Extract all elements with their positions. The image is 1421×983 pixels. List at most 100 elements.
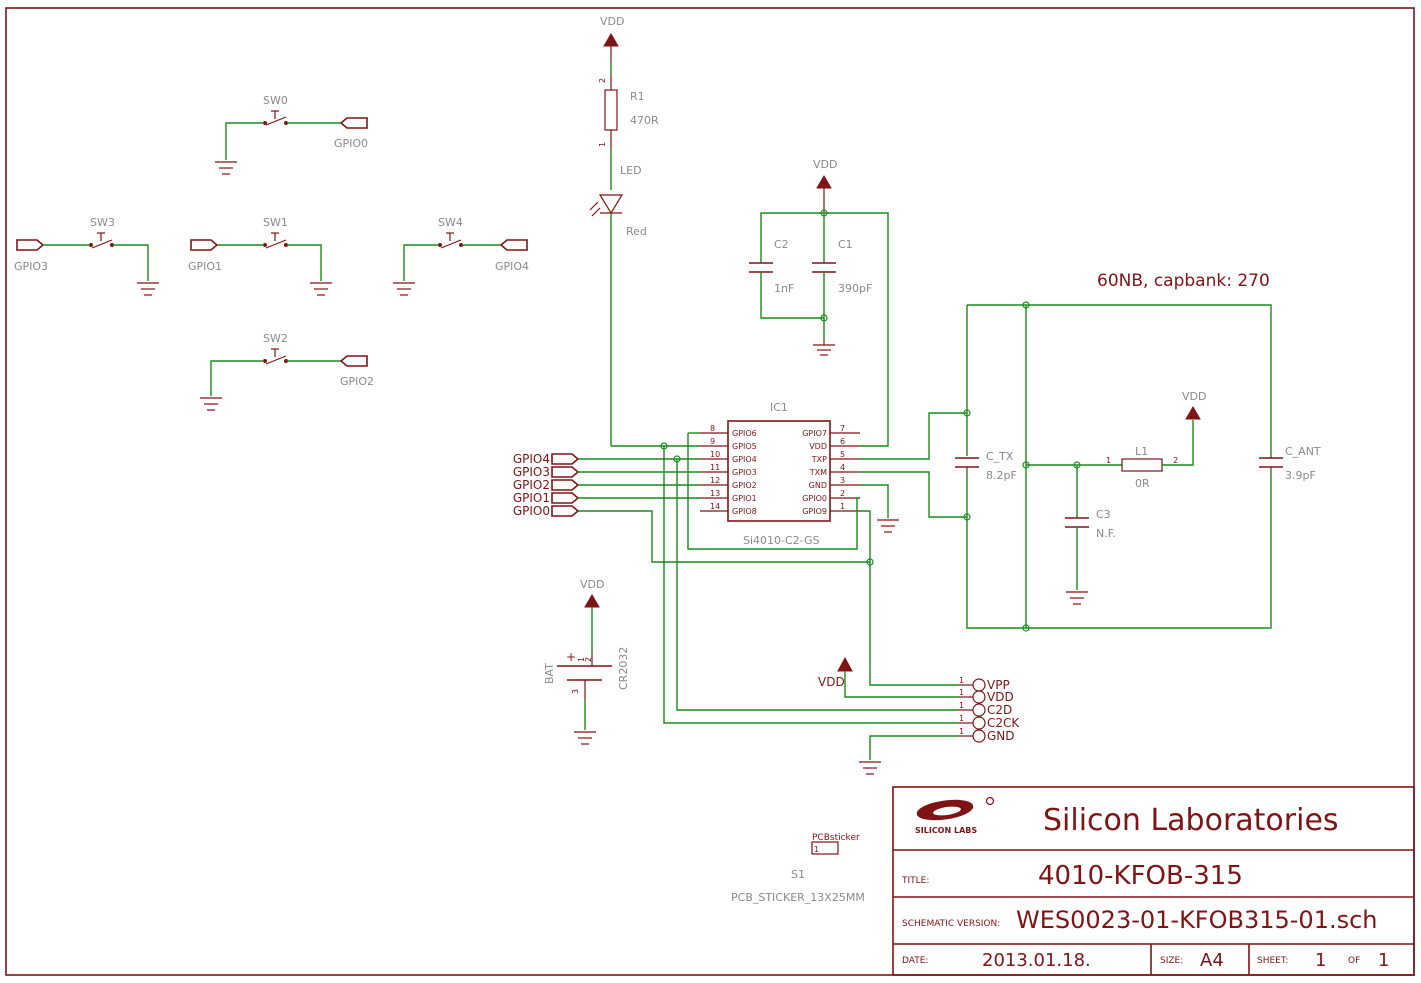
- svg-text:C_ANT: C_ANT: [1285, 445, 1321, 458]
- svg-text:C_TX: C_TX: [986, 450, 1014, 463]
- svg-text:SHEET:: SHEET:: [1257, 956, 1288, 966]
- ic1-pin-name: GPIO0: [802, 494, 827, 503]
- ic1-pin-name: GPIO1: [732, 494, 757, 503]
- switch-sw1: SW1: [263, 216, 288, 249]
- title-block: SILICON LABS Silicon Laboratories TITLE:…: [892, 786, 1415, 976]
- svg-text:C1: C1: [838, 238, 853, 251]
- svg-text:GPIO4: GPIO4: [495, 260, 529, 273]
- svg-text:Silicon Laboratories: Silicon Laboratories: [1043, 803, 1339, 838]
- ic1-pin-number: 6: [840, 437, 845, 446]
- ground-symbol-sw1: [310, 282, 332, 296]
- net-label: GPIO1: [513, 491, 550, 505]
- svg-text:Si4010-C2-GS: Si4010-C2-GS: [743, 534, 820, 547]
- svg-text:C3: C3: [1096, 508, 1111, 521]
- header-pin-name: C2D: [987, 703, 1012, 717]
- svg-text:2: 2: [1173, 456, 1178, 465]
- svg-text:1nF: 1nF: [774, 282, 794, 295]
- svg-text:R1: R1: [630, 90, 645, 103]
- sheet-frame: [5, 7, 1415, 976]
- svg-text:1: 1: [598, 142, 607, 147]
- svg-text:4010-KFOB-315: 4010-KFOB-315: [1038, 861, 1243, 891]
- net-label: GPIO2: [513, 478, 550, 492]
- ic1-pin-name: GPIO2: [732, 481, 757, 490]
- led: LED Red: [589, 164, 647, 238]
- ic1-pin-number: 9: [710, 437, 715, 446]
- switch-sw2: SW2: [263, 332, 288, 365]
- svg-text:1: 1: [1378, 950, 1389, 971]
- header-pad: [972, 690, 986, 704]
- svg-text:SW4: SW4: [438, 216, 463, 229]
- net-label: GPIO4: [513, 452, 550, 466]
- ground-symbol-caps: [813, 340, 835, 356]
- svg-text:VDD: VDD: [818, 675, 845, 689]
- svg-text:GPIO2: GPIO2: [340, 375, 374, 388]
- svg-text:Red: Red: [626, 225, 647, 238]
- svg-text:TITLE:: TITLE:: [901, 876, 929, 886]
- net-port-gpio1-sw1: [190, 239, 219, 251]
- svg-text:VDD: VDD: [1182, 390, 1206, 403]
- vdd-symbol-top: VDD: [600, 15, 624, 62]
- svg-text:SW1: SW1: [263, 216, 288, 229]
- net-port-gpio2-sw2: [339, 355, 368, 367]
- svg-text:2: 2: [598, 78, 607, 83]
- header-pin-name: C2CK: [987, 716, 1020, 730]
- svg-text:IC1: IC1: [770, 401, 788, 414]
- net-port: [551, 453, 580, 465]
- svg-text:1: 1: [1315, 950, 1326, 971]
- svg-text:1: 1: [814, 845, 819, 854]
- svg-text:0R: 0R: [1135, 477, 1150, 490]
- vdd-symbol-l1: VDD: [1182, 390, 1206, 420]
- svg-text:1: 1: [577, 657, 586, 662]
- header-pad: [972, 729, 986, 743]
- ground-symbol-ic: [877, 519, 899, 533]
- ground-symbol-sw3: [137, 282, 159, 296]
- battery-cr2032: + 1 2 3 BAT CR2032: [543, 647, 630, 700]
- svg-text:+: +: [566, 650, 576, 664]
- net-label: GPIO0: [513, 504, 550, 518]
- svg-text:VDD: VDD: [600, 15, 624, 28]
- net-port: [551, 479, 580, 491]
- header-pin-number: 1: [959, 701, 964, 710]
- svg-text:BAT: BAT: [543, 663, 556, 684]
- ic1-pin-number: 13: [710, 489, 720, 498]
- svg-text:3: 3: [571, 689, 580, 694]
- ic1-pin-number: 4: [840, 463, 845, 472]
- svg-text:L1: L1: [1135, 445, 1148, 458]
- svg-text:GPIO1: GPIO1: [188, 260, 222, 273]
- capacitor-c-ant: C_ANT 3.9pF: [1259, 445, 1321, 482]
- ic1-symbol: IC1 Si4010-C2-GS: [727, 401, 831, 547]
- svg-text:1: 1: [1106, 456, 1111, 465]
- ic1-pin-number: 5: [840, 450, 845, 459]
- net-port: [551, 466, 580, 478]
- svg-text:C2: C2: [774, 238, 789, 251]
- net-port: [551, 492, 580, 504]
- capacitor-c3: C3 N.F.: [1065, 508, 1116, 540]
- ic1-pin-name: GPIO4: [732, 455, 757, 464]
- ic1-pin-number: 11: [710, 463, 720, 472]
- svg-text:VDD: VDD: [813, 158, 837, 171]
- resistor-r1: 2 1 R1 470R: [598, 74, 659, 150]
- svg-text:SW0: SW0: [263, 94, 288, 107]
- ic1-pin-name: TXP: [811, 455, 827, 464]
- svg-text:2: 2: [584, 657, 593, 662]
- svg-text:CR2032: CR2032: [617, 647, 630, 690]
- ground-symbol-battery: [574, 731, 596, 745]
- antenna-note: 60NB, capbank: 270: [1097, 271, 1270, 291]
- svg-text:8.2pF: 8.2pF: [986, 469, 1017, 482]
- ic1-pin-number: 14: [710, 502, 720, 511]
- svg-text:GPIO0: GPIO0: [334, 137, 368, 150]
- net-port-gpio3-sw3: [16, 239, 45, 251]
- ic1-left-pins: 8GPIO69GPIO510GPIO411GPIO312GPIO213GPIO1…: [700, 424, 757, 516]
- pcb-sticker: PCBsticker 1 S1 PCB_STICKER_13X25MM: [731, 833, 865, 904]
- header-pad: [972, 678, 986, 692]
- header-pin-number: 1: [959, 727, 964, 736]
- svg-text:3.9pF: 3.9pF: [1285, 469, 1316, 482]
- svg-text:PCBsticker: PCBsticker: [812, 833, 860, 843]
- ic1-pin-name: GPIO6: [732, 429, 757, 438]
- ic1-pin-number: 2: [840, 489, 845, 498]
- ic1-pin-number: 10: [710, 450, 720, 459]
- svg-text:SW2: SW2: [263, 332, 288, 345]
